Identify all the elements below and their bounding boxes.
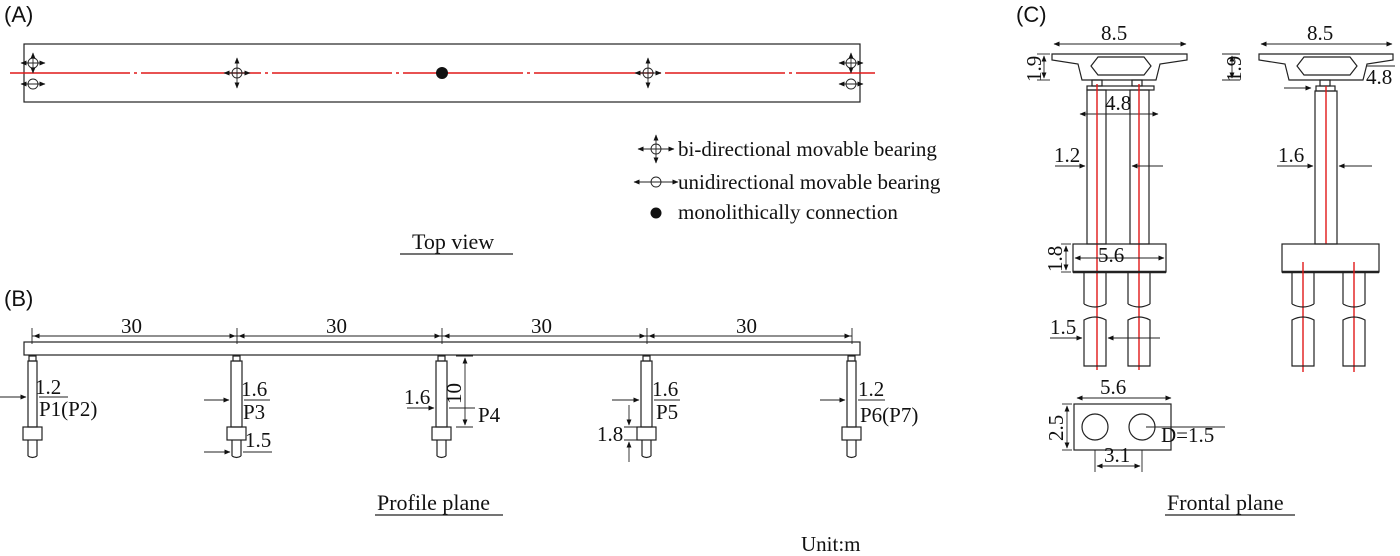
pier-height-dim: 10: [442, 383, 466, 404]
pier-dim: 1.2: [35, 375, 61, 399]
bi-directional-bearing-icon: [637, 134, 675, 164]
pier-label: P1(P2): [39, 397, 97, 421]
plan-width-dim: 5.6: [1100, 375, 1126, 399]
pier-label: P3: [243, 400, 265, 424]
panel-b-caption: Profile plane: [377, 490, 490, 515]
span-label: 30: [326, 314, 347, 338]
deck-profile: [23, 341, 861, 356]
pile-diameter-label: D=1.5: [1161, 423, 1214, 447]
pier-p6: [820, 355, 885, 459]
bi-directional-bearing-icon: [838, 52, 864, 74]
pier-p4: [407, 355, 475, 459]
frontal-double-column: [1037, 41, 1188, 370]
frontal-single-column: [1222, 41, 1395, 372]
cap-width-dim: 5.6: [1098, 243, 1124, 267]
pier-p3: [204, 355, 272, 459]
girder-offset-dim: 4.8: [1366, 65, 1392, 89]
pier-label: P6(P7): [860, 403, 918, 427]
pile-dim: 1.5: [245, 428, 271, 452]
legend: bi-directional movable bearing unidirect…: [633, 134, 941, 224]
panel-b: (B) 30 30 30 30 1.2 P1(P2): [0, 286, 918, 556]
unit-label: Unit:m: [801, 532, 861, 556]
pier-spacing-dim: 4.8: [1105, 91, 1131, 115]
plan-spacing-dim: 3.1: [1104, 443, 1130, 467]
panel-a-tag: (A): [4, 2, 33, 27]
panel-c-tag: (C): [1016, 2, 1047, 27]
pier-p1: [0, 355, 68, 459]
unidirectional-bearing-icon: [20, 78, 46, 90]
pier-dim: 1.6: [652, 377, 678, 401]
bi-directional-bearing-icon: [634, 57, 662, 89]
legend-label: monolithically connection: [678, 200, 898, 224]
unidirectional-bearing-icon: [838, 78, 864, 90]
pier-label: P5: [656, 400, 678, 424]
deck-width-dim: 8.5: [1307, 21, 1333, 45]
bi-directional-bearing-icon: [20, 52, 46, 74]
monolithic-connection-icon: [650, 207, 662, 219]
girder-height-dim: 1.9: [1022, 56, 1046, 82]
bi-directional-bearing-icon: [223, 57, 251, 89]
pier-dim: 1.6: [404, 385, 430, 409]
legend-label: bi-directional movable bearing: [678, 137, 937, 161]
pile-cap-plan: [1062, 395, 1225, 472]
pier-dim: 1.6: [241, 377, 267, 401]
unidirectional-bearing-icon: [633, 176, 679, 188]
column-dia-dim: 1.6: [1278, 143, 1304, 167]
monolithic-connection-icon: [436, 67, 448, 79]
deck-width-dim: 8.5: [1101, 21, 1127, 45]
panel-a: (A) bi-directional movable bearing: [4, 2, 941, 255]
box-girder: [1258, 53, 1394, 81]
panel-c-caption: Frontal plane: [1167, 490, 1284, 515]
panel-b-tag: (B): [4, 286, 33, 311]
girder-height-dim: 1.9: [1222, 56, 1246, 82]
pile-cap: [1281, 243, 1380, 273]
cap-dim: 1.8: [597, 422, 623, 446]
pile-left: [1083, 272, 1107, 308]
pile-dia-dim: 1.5: [1050, 315, 1076, 339]
pier-p5: [612, 355, 680, 462]
legend-label: unidirectional movable bearing: [678, 170, 941, 194]
cap-height-dim: 1.8: [1043, 246, 1067, 272]
plan-depth-dim: 2.5: [1044, 415, 1068, 441]
panel-a-caption: Top view: [412, 229, 494, 254]
pier-label: P4: [478, 403, 501, 427]
span-label: 30: [736, 314, 757, 338]
pier-dim: 1.2: [858, 377, 884, 401]
column-dia-dim: 1.2: [1054, 143, 1080, 167]
span-label: 30: [121, 314, 142, 338]
box-girder: [1051, 53, 1188, 81]
pile-right: [1127, 272, 1151, 308]
span-label: 30: [531, 314, 552, 338]
panel-c: (C): [1016, 2, 1395, 516]
